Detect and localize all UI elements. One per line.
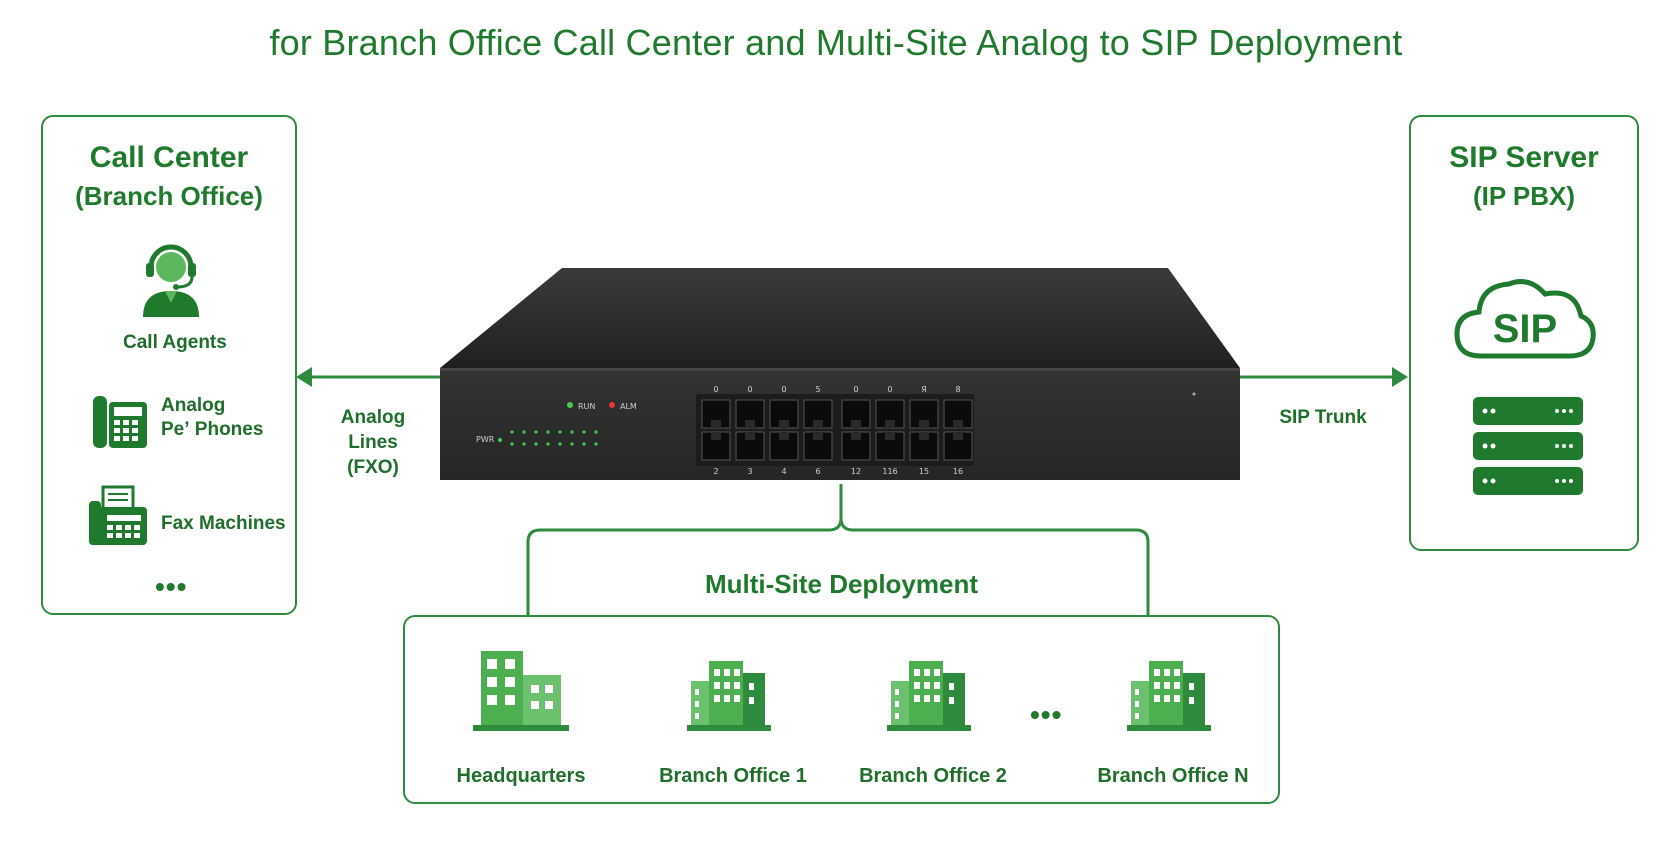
rj-port-latch <box>851 432 861 440</box>
analog-lines-label-line2: (FXO) <box>347 457 399 478</box>
port-label-top: 0 <box>713 385 718 394</box>
rj-port-latch <box>711 432 721 440</box>
alm-led <box>609 402 615 408</box>
site-branch-office-1: Branch Office 1 <box>643 647 823 797</box>
call-center-subtitle: (Branch Office) <box>75 181 263 211</box>
left-arrowhead <box>296 367 312 387</box>
device-top-face <box>440 268 1240 368</box>
run-led <box>567 402 573 408</box>
port-labels-top: 0 0 0 5 0 0 Я 8 <box>713 385 960 394</box>
multi-site-panel: Multi-Site Deployment Headquarters <box>403 569 1280 804</box>
branch-office-n-building-icon <box>1127 661 1211 731</box>
rj-port-latch <box>813 432 823 440</box>
run-led-label: RUN <box>578 402 595 411</box>
rj-port-latch <box>745 420 755 428</box>
port-label-top: Я <box>921 385 927 394</box>
branch-office-n-label: Branch Office N <box>1097 765 1249 787</box>
server-unit <box>1473 432 1583 460</box>
server-unit <box>1473 467 1583 495</box>
branch-office-1-building-icon <box>687 661 771 731</box>
rj-ports <box>701 399 973 461</box>
port-label-top: 0 <box>747 385 752 394</box>
branch-office-2-building-icon <box>887 661 971 731</box>
right-arrowhead <box>1392 367 1408 387</box>
call-agent-headset-icon <box>143 244 199 317</box>
site-branch-office-n: Branch Office N <box>1083 647 1263 797</box>
diagram-title: for Branch Office Call Center and Multi-… <box>269 22 1403 63</box>
gateway-device: RUN ALM PWR 0 0 0 5 0 0 Я 8 2 3 4 6 12 116 15 16 <box>440 268 1240 480</box>
rj-port-latch <box>851 420 861 428</box>
port-label-bottom: 12 <box>851 467 861 476</box>
multi-site-connector-left <box>526 517 843 615</box>
port-label-top: 0 <box>853 385 858 394</box>
port-label-top: 0 <box>887 385 892 394</box>
rj-port-latch <box>919 432 929 440</box>
analog-phones-label-line2: Pеʼ Phones <box>161 419 264 440</box>
port-labels-bottom: 2 3 4 6 12 116 15 16 <box>713 467 963 476</box>
rj-port-latch <box>779 432 789 440</box>
site-headquarters: Headquarters <box>431 647 611 797</box>
rj-port-latch <box>779 420 789 428</box>
call-agents-label: Call Agents <box>123 332 227 353</box>
server-rack-icon <box>1473 397 1583 495</box>
branch-office-2-label: Branch Office 2 <box>859 765 1007 787</box>
sip-server-subtitle: (IP PBX) <box>1472 181 1576 211</box>
sip-cloud-icon: SIP <box>1454 279 1596 359</box>
sip-server-title: SIP Server <box>1449 141 1599 174</box>
site-branch-office-2: Branch Office 2 <box>843 647 1023 797</box>
rj-port-latch <box>885 420 895 428</box>
rj-port-latch <box>813 420 823 428</box>
branch-office-1-label: Branch Office 1 <box>659 765 807 787</box>
port-label-bottom: 4 <box>781 467 786 476</box>
rj-port <box>735 431 765 461</box>
headquarters-label: Headquarters <box>456 765 586 787</box>
rj-port-latch <box>885 432 895 440</box>
sip-trunk-label: SIP Trunk <box>1279 407 1367 428</box>
sip-server-panel: SIP Server (IP PBX) SIP <box>1409 115 1639 551</box>
call-center-panel: Call Center (Branch Office) Call Agents … <box>41 115 297 615</box>
rj-port-latch <box>919 420 929 428</box>
port-label-bottom: 15 <box>919 467 929 476</box>
port-label-bottom: 2 <box>713 467 718 476</box>
rj-port-latch <box>711 420 721 428</box>
desk-phone-icon <box>93 396 147 448</box>
fax-machines-label: Fax Machines <box>161 513 286 534</box>
server-unit <box>1473 397 1583 425</box>
analog-lines-label-line1: Analog Lines <box>340 407 406 453</box>
rj-port-latch <box>953 432 963 440</box>
rj-port-latch <box>745 432 755 440</box>
headquarters-building-icon <box>473 651 569 731</box>
port-status-leds <box>510 430 598 446</box>
pwr-led <box>498 438 502 442</box>
port-label-bottom: 116 <box>882 467 897 476</box>
port-label-top: 0 <box>781 385 786 394</box>
port-label-top: 5 <box>815 385 820 394</box>
fax-machine-icon <box>89 485 147 545</box>
port-label-bottom: 16 <box>953 467 963 476</box>
multi-site-title: Multi-Site Deployment <box>704 569 978 599</box>
rj-port-latch <box>953 420 963 428</box>
more-sites-ellipsis: ••• <box>1030 699 1063 730</box>
more-devices-ellipsis: ••• <box>155 571 188 602</box>
pwr-led-label: PWR <box>476 435 495 444</box>
port-label-bottom: 6 <box>815 467 820 476</box>
port-label-top: 8 <box>955 385 960 394</box>
sip-cloud-text: SIP <box>1493 307 1557 351</box>
port-label-bottom: 3 <box>747 467 752 476</box>
call-center-title: Call Center <box>89 141 249 174</box>
analog-lines-label: Analog Lines (FXO) <box>314 405 432 480</box>
analog-phones-label-line1: Analog <box>161 395 226 416</box>
device-indicator-dot <box>1192 392 1196 396</box>
alm-led-label: ALM <box>620 402 637 411</box>
